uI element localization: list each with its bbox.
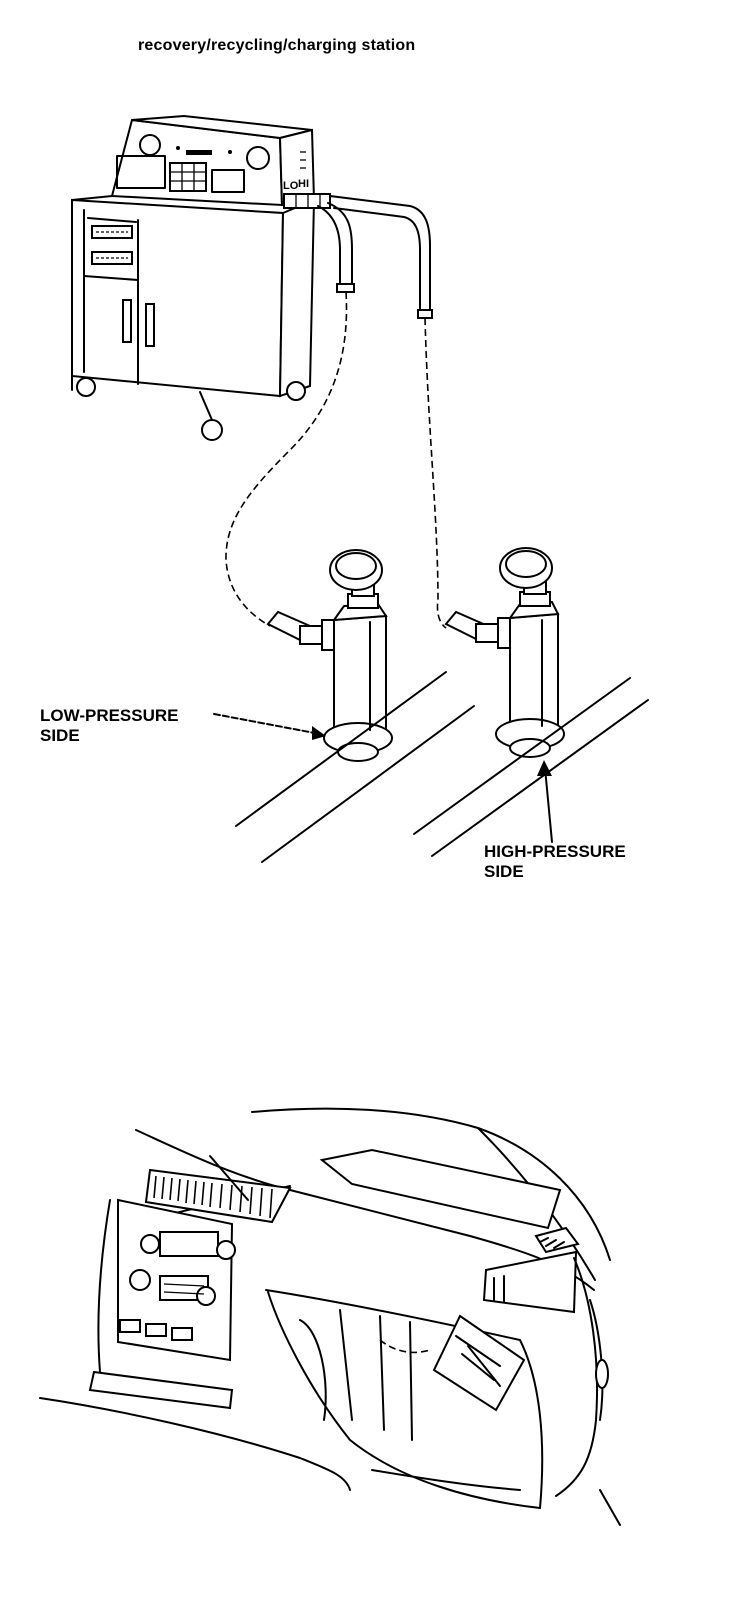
station-keypad xyxy=(169,162,207,192)
dashboard-glovebox-illustration xyxy=(39,1107,621,1526)
hi-port-label: HI xyxy=(298,178,309,190)
low-pressure-side-label: LOW-PRESSURE SIDE xyxy=(40,706,179,746)
high-pressure-coupler xyxy=(444,547,565,758)
high-pressure-hose xyxy=(329,195,431,313)
high-pressure-line2: SIDE xyxy=(484,862,524,881)
low-pressure-hose xyxy=(317,205,341,291)
high-pressure-side-label: HIGH-PRESSURE SIDE xyxy=(484,842,626,882)
lo-port-label: LO xyxy=(283,180,299,192)
low-pressure-line1: LOW-PRESSURE xyxy=(40,706,179,725)
caster-wheel xyxy=(201,419,223,441)
door-handle-right xyxy=(145,303,155,347)
refrigerant-pipes xyxy=(235,671,649,863)
charging-station-illustration: LO HI xyxy=(71,114,649,863)
coupler-knob xyxy=(499,547,553,589)
caster-wheel xyxy=(286,381,306,401)
windshield-defrost-vent xyxy=(319,1148,562,1230)
coupler-knob xyxy=(329,549,383,591)
passenger-air-vent xyxy=(482,1250,578,1314)
station-title: recovery/recycling/charging station xyxy=(138,37,416,54)
high-pressure-leader xyxy=(544,767,553,843)
high-pressure-line1: HIGH-PRESSURE xyxy=(484,842,626,861)
low-pressure-coupler xyxy=(266,549,393,762)
console-tray xyxy=(88,1370,234,1410)
audio-unit-upper xyxy=(159,1231,219,1257)
center-air-vents xyxy=(144,1168,292,1224)
caster-wheel xyxy=(76,377,96,397)
low-pressure-leader xyxy=(213,713,321,735)
station-hose-fittings xyxy=(283,193,331,209)
door-handle-left xyxy=(122,299,132,343)
low-pressure-line2: SIDE xyxy=(40,726,80,745)
access-label-panel xyxy=(432,1314,526,1412)
